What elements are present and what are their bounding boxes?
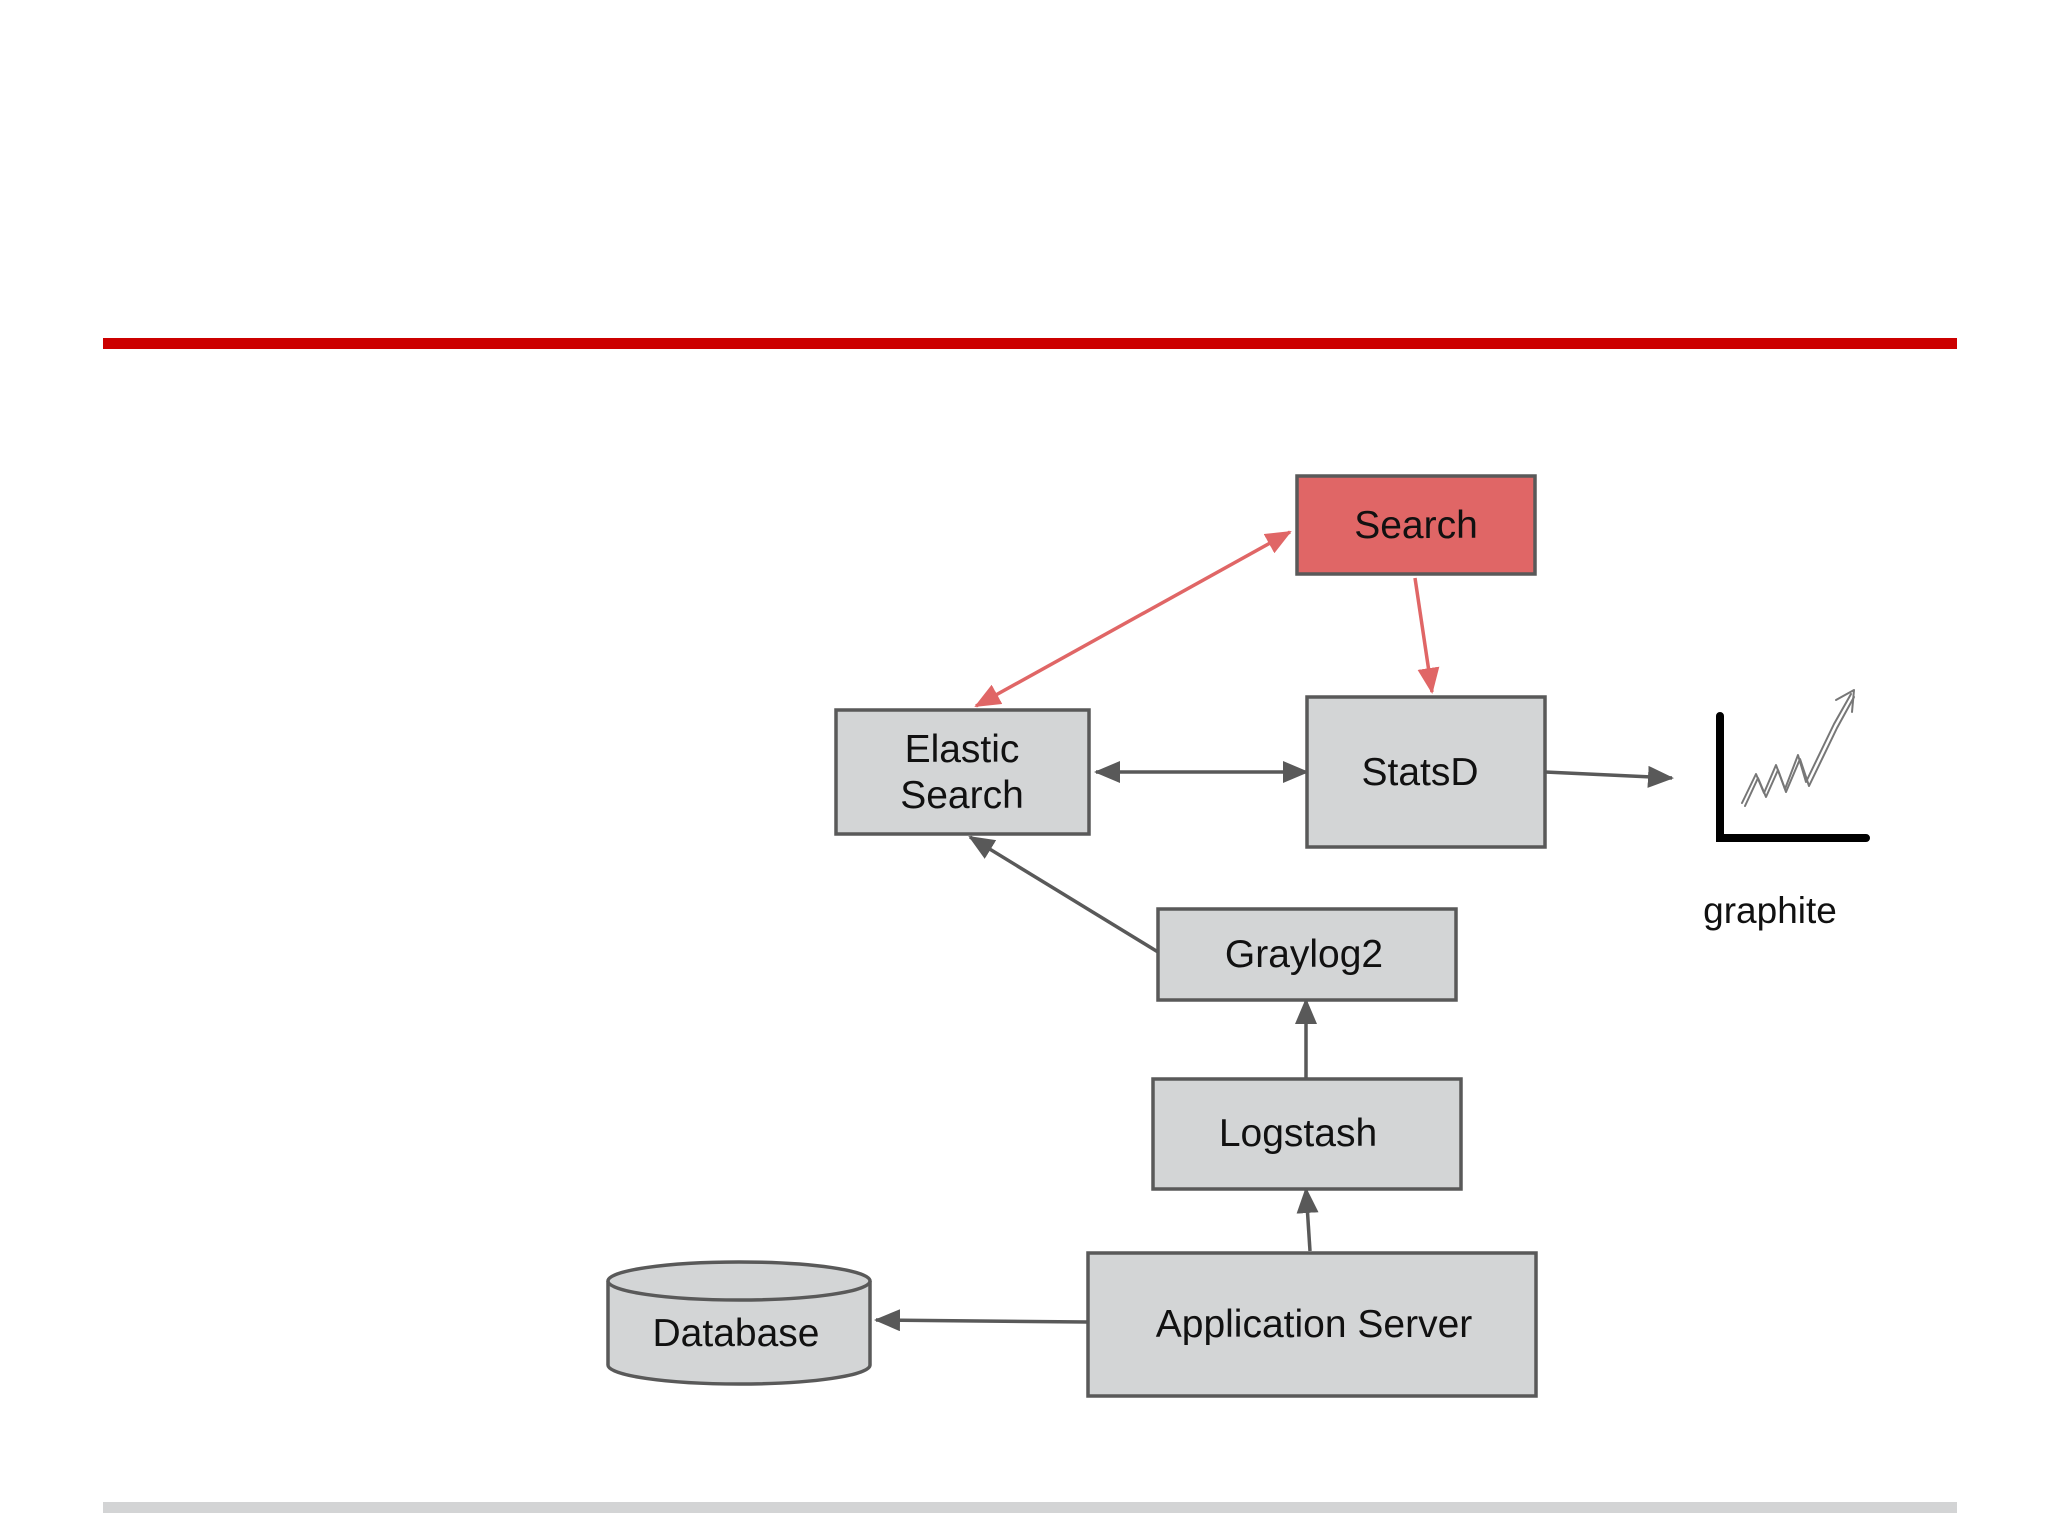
edge-statsd-graphite <box>1544 765 1674 788</box>
edge-appserver-logstash <box>1296 1187 1319 1252</box>
node-statsd: StatsD <box>1305 695 1547 849</box>
node-search-label: Search <box>1354 504 1478 547</box>
line-chart-trend-up-icon <box>1716 689 1870 842</box>
node-application-server-label: Application Server <box>1156 1303 1473 1346</box>
edge-search-statsd <box>1413 577 1440 694</box>
node-database-label: Database <box>653 1312 820 1355</box>
footer-rule <box>103 1502 1957 1513</box>
edge-search-elasticsearch <box>974 530 1292 708</box>
node-database: Database <box>606 1260 872 1386</box>
node-graylog2: Graylog2 <box>1156 907 1458 1002</box>
edge-graylog2-elasticsearch <box>968 835 1159 954</box>
node-elastic-search: Elastic Search <box>834 708 1091 836</box>
edge-appserver-database <box>874 1309 1088 1332</box>
graphite-label: graphite <box>1703 890 1837 931</box>
node-logstash: Logstash <box>1151 1077 1463 1191</box>
node-logstash-label: Logstash <box>1219 1112 1377 1155</box>
node-application-server: Application Server <box>1086 1251 1538 1398</box>
node-graylog2-label: Graylog2 <box>1225 933 1383 976</box>
node-elastic-search-label-line1: Elastic <box>905 728 1020 771</box>
node-search: Search <box>1295 474 1537 576</box>
node-statsd-label: StatsD <box>1361 751 1478 794</box>
title-accent-rule <box>103 338 1957 349</box>
node-elastic-search-label-line2: Search <box>900 774 1024 817</box>
